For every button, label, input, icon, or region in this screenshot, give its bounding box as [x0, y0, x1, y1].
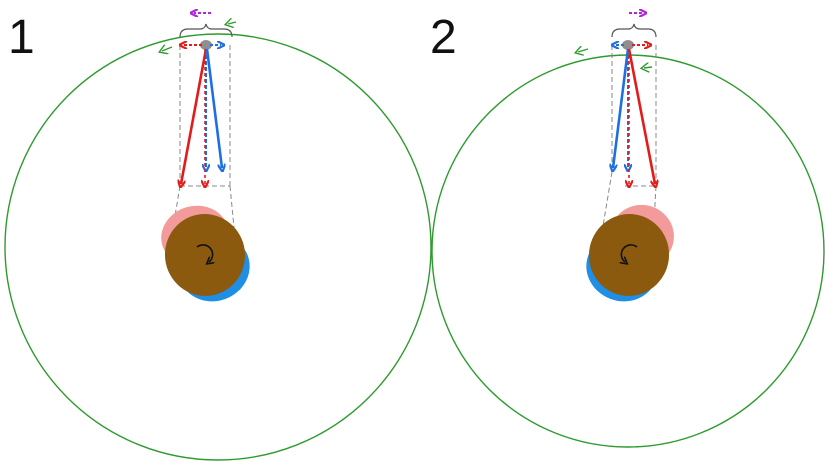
clockwise-rotation-icon [196, 244, 213, 262]
panel-label-2: 2 [430, 11, 457, 64]
panel-label-1: 1 [8, 11, 35, 64]
red-vector-1 [181, 48, 208, 184]
red-vector-2 [627, 48, 655, 184]
panel-1 [4, 13, 432, 461]
brace-2 [611, 23, 657, 38]
star-1 [200, 40, 212, 50]
planet-body-1 [164, 214, 246, 296]
panel-2 [431, 13, 825, 448]
orbit-arrow-1b [228, 22, 237, 24]
blue-vector-1 [205, 48, 222, 168]
counterclockwise-rotation-icon [621, 244, 638, 262]
star-2 [622, 40, 634, 50]
orbit-circle-1 [4, 33, 432, 461]
orbit-arrow-2b [644, 67, 653, 68]
orbit-arrow-1a [162, 47, 173, 51]
blue-vector-2 [613, 48, 630, 168]
brace-1 [179, 23, 233, 38]
planet-body-2 [588, 214, 670, 296]
orbit-arrow-2a [578, 49, 589, 52]
